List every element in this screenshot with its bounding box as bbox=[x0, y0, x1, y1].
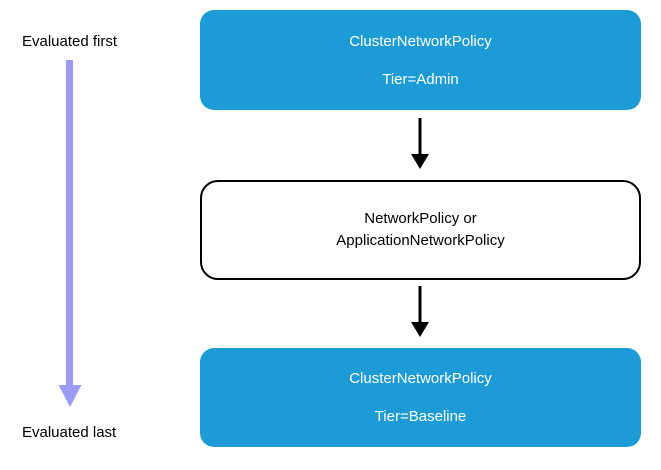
node-line-2: ApplicationNetworkPolicy bbox=[336, 232, 505, 249]
node-title: ClusterNetworkPolicy bbox=[349, 32, 492, 50]
node-line-1: NetworkPolicy or bbox=[364, 210, 477, 227]
flow-arrow-down-icon bbox=[398, 118, 442, 170]
node-title: ClusterNetworkPolicy bbox=[349, 370, 492, 387]
evaluated-last-label: Evaluated last bbox=[22, 424, 117, 441]
node-network-policy-or-application-network-policy[interactable]: NetworkPolicy or ApplicationNetworkPolic… bbox=[200, 180, 641, 280]
node-subtitle: Tier=Admin bbox=[382, 70, 459, 88]
node-subtitle: Tier=Baseline bbox=[374, 408, 467, 425]
evaluation-order-arrow-icon bbox=[44, 60, 96, 415]
node-cluster-network-policy-baseline[interactable]: ClusterNetworkPolicy Tier=Baseline bbox=[200, 348, 641, 447]
evaluated-first-label: Evaluated first bbox=[22, 33, 118, 50]
flow-arrow-down-icon bbox=[398, 286, 442, 338]
node-cluster-network-policy-admin[interactable]: ClusterNetworkPolicy Tier=Admin bbox=[200, 10, 641, 110]
